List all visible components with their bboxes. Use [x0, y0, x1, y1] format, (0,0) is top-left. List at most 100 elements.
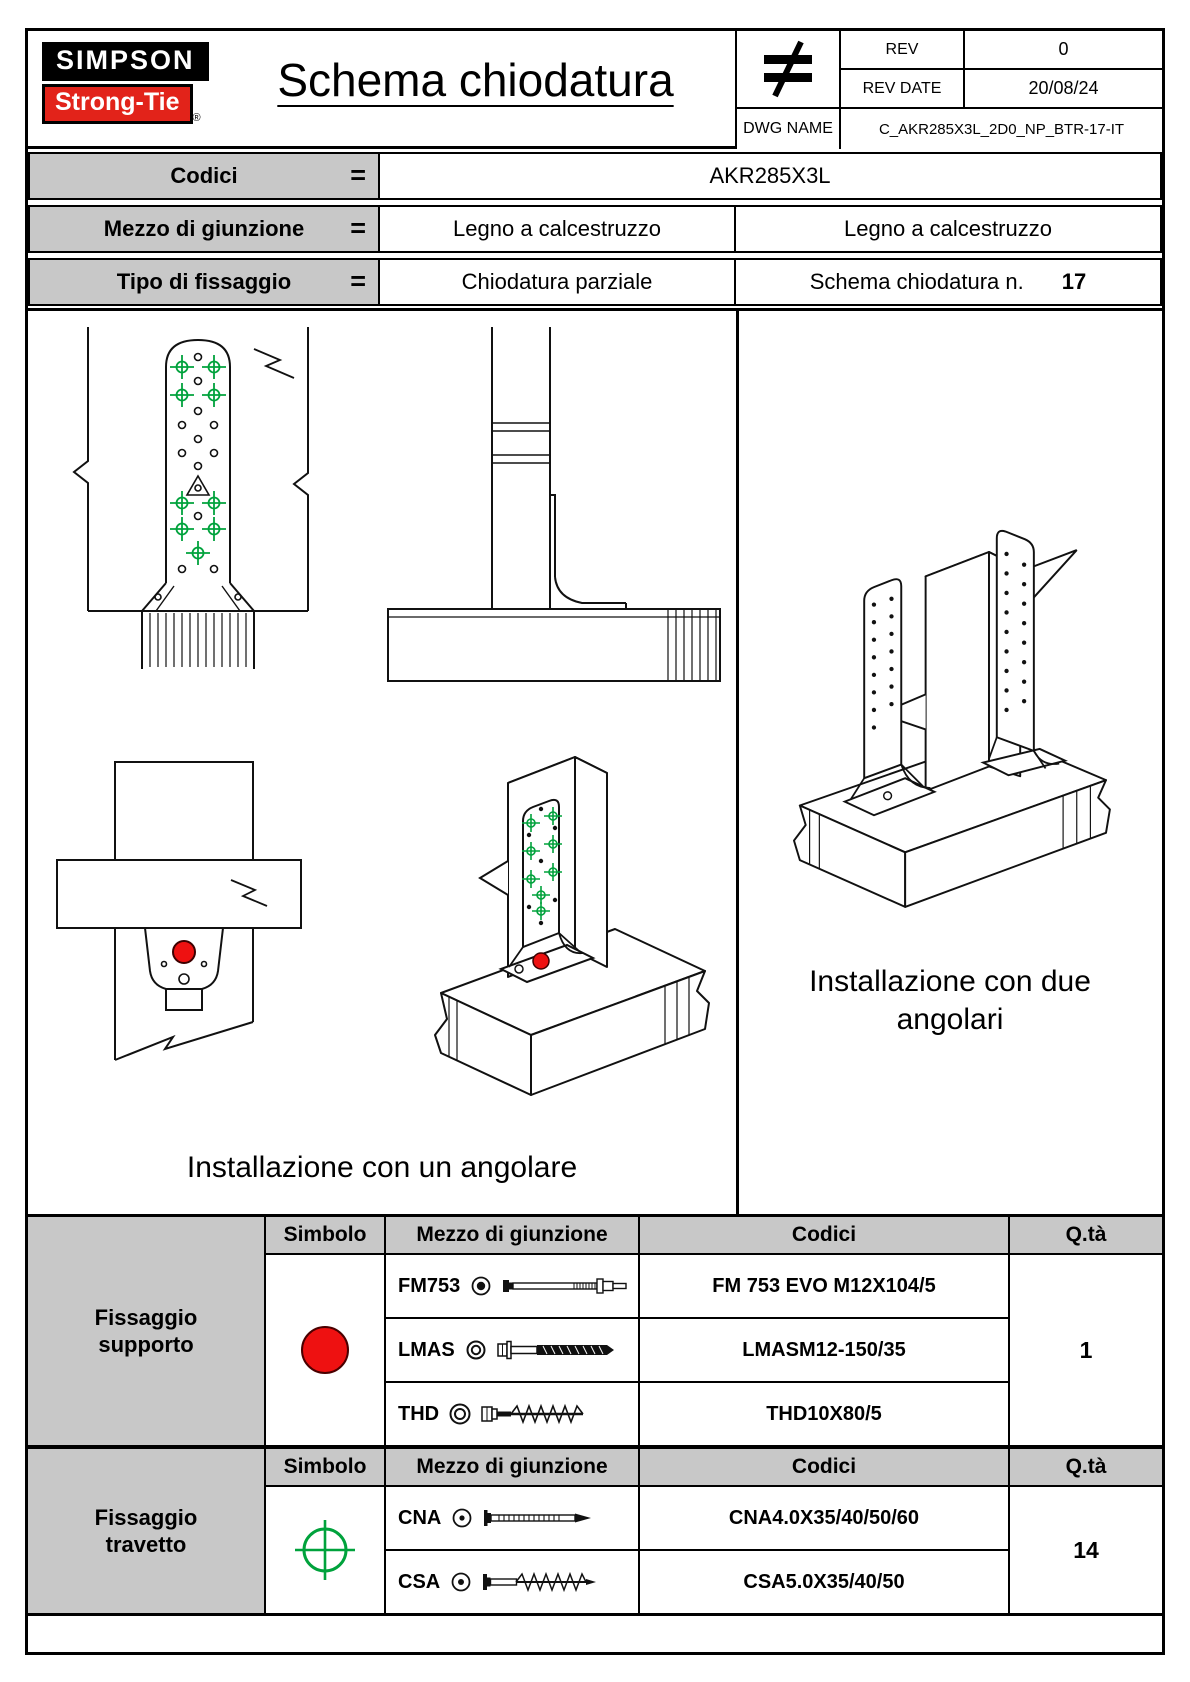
code-csa: CSA5.0X35/40/50 — [640, 1551, 1008, 1613]
tipo-label: Tipo di fissaggio = — [30, 260, 380, 304]
beam-break-hatching — [667, 610, 717, 680]
header-qta: Q.tà — [1010, 1217, 1162, 1253]
qty-supporto: 1 — [1010, 1255, 1162, 1445]
schema-number-cell: Schema chiodatura n. 17 — [736, 260, 1160, 304]
csa-screw-icon — [483, 1571, 597, 1593]
drawing-area: Installazione con un angolare — [28, 308, 1162, 1214]
fastener-name: THD — [398, 1402, 440, 1425]
caption-single-bracket: Installazione con un angolare — [186, 1151, 578, 1184]
equals-sign: = — [350, 212, 366, 243]
nail-position-markers — [169, 354, 227, 566]
header-mezzo: Mezzo di giunzione — [386, 1449, 638, 1485]
rev-value: 0 — [965, 31, 1162, 68]
iso-single-bracket-drawing — [434, 756, 710, 1096]
fastener-row-thd: THD — [386, 1383, 638, 1445]
travetto-symbol-cell — [266, 1487, 384, 1613]
cna-symbol-icon — [452, 1508, 472, 1528]
front-view-drawing — [72, 327, 309, 669]
registered-mark: ® — [192, 112, 201, 124]
fastener-row-lmas: LMAS — [386, 1319, 638, 1381]
concrete-hatching — [149, 613, 247, 667]
group-label-travetto: Fissaggio travetto — [28, 1449, 264, 1613]
iso-double-bracket-drawing — [793, 529, 1111, 908]
dwg-name-value: C_AKR285X3L_2D0_NP_BTR-17-IT — [841, 109, 1162, 149]
header-simbolo: Simbolo — [266, 1449, 384, 1485]
anchor-position-red-dot — [532, 952, 550, 970]
beam-break-flag — [1019, 549, 1078, 614]
tipo-value-left: Chiodatura parziale — [380, 260, 736, 304]
fastener-row-cna: CNA — [386, 1487, 638, 1549]
logo-strongtie-text: Strong-Tie — [42, 84, 193, 124]
base-break-hatching — [448, 977, 690, 1061]
plan-view-drawing — [56, 761, 302, 1061]
equals-sign: = — [350, 159, 366, 190]
not-equal-logo-icon — [737, 31, 839, 107]
mezzo-value-left: Legno a calcestruzzo — [380, 207, 736, 251]
rev-table: REV 0 REV DATE 20/08/24 DWG NAME C_AKR28… — [735, 31, 1162, 149]
fm753-bolt-icon — [503, 1278, 627, 1294]
schema-number-value: 17 — [1061, 269, 1087, 294]
group-label-supporto: Fissaggio supporto — [28, 1217, 264, 1445]
lmas-anchor-icon — [496, 1340, 614, 1360]
mezzo-value-right: Legno a calcestruzzo — [844, 216, 1052, 241]
dwg-name-label: DWG NAME — [737, 109, 839, 149]
supporto-symbol-cell — [266, 1255, 384, 1445]
csa-symbol-icon — [451, 1572, 471, 1592]
bracket-holes — [154, 352, 242, 601]
fastener-name: CNA — [398, 1506, 442, 1529]
header-codici: Codici — [640, 1449, 1008, 1485]
caption-double-bracket: Installazione con due angolari — [809, 965, 1091, 1036]
fastener-name: LMAS — [398, 1338, 455, 1361]
codici-label-text: Codici — [170, 163, 238, 188]
fastener-row-fm753: FM753 — [386, 1255, 638, 1317]
vertical-divider — [736, 311, 739, 1214]
equals-sign: = — [350, 265, 366, 296]
page-title: Schema chiodatura — [277, 54, 674, 106]
codici-label: Codici = — [30, 154, 380, 198]
fastener-row-csa: CSA — [386, 1551, 638, 1613]
mezzo-label: Mezzo di giunzione = — [30, 207, 380, 251]
thd-symbol-icon — [449, 1403, 471, 1425]
sheet-frame: SIMPSON Strong-Tie® Schema chiodatura RE… — [25, 28, 1165, 1655]
left-bracket-holes — [871, 596, 894, 730]
thd-screw-anchor-icon — [481, 1403, 584, 1425]
fastener-name: FM753 — [398, 1274, 461, 1297]
base-break-hatching — [809, 786, 1091, 869]
code-fm753: FM 753 EVO M12X104/5 — [640, 1255, 1008, 1317]
code-thd: THD10X80/5 — [640, 1383, 1008, 1445]
rev-label: REV — [841, 31, 963, 68]
right-bracket-plate — [995, 529, 1035, 753]
tipo-label-text: Tipo di fissaggio — [116, 269, 292, 294]
bracket-holes — [526, 806, 558, 926]
left-bracket-plate — [863, 578, 903, 780]
header-mezzo: Mezzo di giunzione — [386, 1217, 638, 1253]
header-codici: Codici — [640, 1217, 1008, 1253]
nail-green-crosshair-icon — [295, 1520, 355, 1580]
code-lmas: LMASM12-150/35 — [640, 1319, 1008, 1381]
schema-number-label: Schema chiodatura n. — [809, 269, 1024, 294]
info-row-mezzo: Mezzo di giunzione = Legno a calcestruzz… — [28, 205, 1162, 253]
table-fissaggio-supporto: Fissaggio supporto Simbolo Mezzo di giun… — [28, 1217, 1162, 1445]
break-symbol-icon — [253, 348, 295, 379]
header-simbolo: Simbolo — [266, 1217, 384, 1253]
break-symbol-icon — [230, 879, 268, 907]
fastening-tables: Fissaggio supporto Simbolo Mezzo di giun… — [28, 1214, 1162, 1616]
mezzo-label-text: Mezzo di giunzione — [103, 216, 305, 241]
lmas-symbol-icon — [466, 1340, 486, 1360]
anchor-position-red-dot — [172, 940, 196, 964]
right-bracket-foot — [980, 747, 1068, 777]
fm753-symbol-icon — [471, 1276, 491, 1296]
rev-date-value: 20/08/24 — [965, 70, 1162, 107]
table-fissaggio-travetto: Fissaggio travetto Simbolo Mezzo di giun… — [28, 1445, 1162, 1613]
left-bracket-foot — [842, 777, 937, 817]
cna-nail-icon — [484, 1510, 592, 1526]
fastener-name: CSA — [398, 1570, 441, 1593]
info-row-codici: Codici = AKR285X3L — [28, 152, 1162, 200]
header: SIMPSON Strong-Tie® Schema chiodatura RE… — [28, 31, 1162, 149]
info-row-tipo: Tipo di fissaggio = Chiodatura parziale … — [28, 258, 1162, 306]
code-cna: CNA4.0X35/40/50/60 — [640, 1487, 1008, 1549]
qty-travetto: 14 — [1010, 1487, 1162, 1613]
anchor-red-dot-icon — [301, 1326, 349, 1374]
header-qta: Q.tà — [1010, 1449, 1162, 1485]
